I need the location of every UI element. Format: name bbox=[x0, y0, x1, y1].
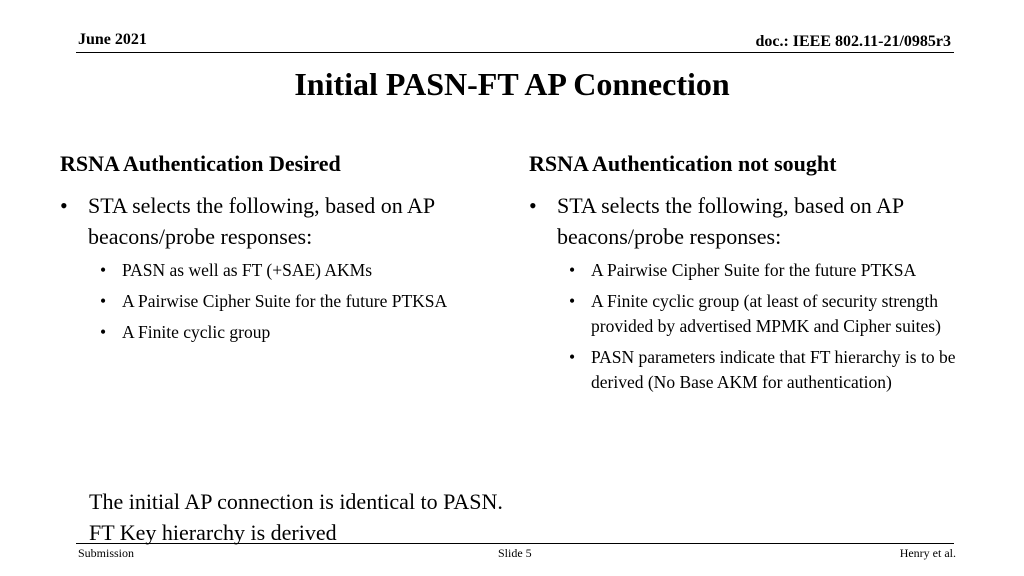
footer-authors: Henry et al. bbox=[899, 546, 956, 560]
list-item-text: A Pairwise Cipher Suite for the future P… bbox=[122, 291, 448, 311]
left-main-bullet-text: STA selects the following, based on AP b… bbox=[88, 193, 435, 249]
list-item: • PASN as well as FT (+SAE) AKMs bbox=[60, 258, 500, 283]
list-item-text: A Finite cyclic group bbox=[122, 322, 271, 342]
left-column-heading: RSNA Authentication Desired bbox=[60, 151, 341, 176]
conclusion-line-2: FT Key hierarchy is derived bbox=[89, 520, 337, 545]
list-item-text: PASN parameters indicate that FT hierarc… bbox=[591, 347, 956, 392]
bullet-icon: • bbox=[529, 193, 537, 218]
header-doc-id: doc.: IEEE 802.11-21/0985r3 bbox=[755, 33, 951, 50]
conclusion-line-1: The initial AP connection is identical t… bbox=[89, 489, 503, 514]
bullet-icon: • bbox=[100, 260, 107, 280]
list-item-text: A Pairwise Cipher Suite for the future P… bbox=[591, 260, 917, 280]
list-item: • A Finite cyclic group bbox=[60, 320, 500, 345]
list-item-text: A Finite cyclic group (at least of secur… bbox=[591, 291, 941, 336]
bullet-icon: • bbox=[100, 322, 107, 342]
slide-title: Initial PASN-FT AP Connection bbox=[294, 66, 730, 102]
conclusion-text: The initial AP connection is identical t… bbox=[89, 486, 503, 548]
right-column: RSNA Authentication not sought • STA sel… bbox=[529, 150, 959, 401]
bullet-icon: • bbox=[569, 260, 576, 280]
right-main-bullet-text: STA selects the following, based on AP b… bbox=[557, 193, 904, 249]
bullet-icon: • bbox=[100, 291, 107, 311]
header-date: June 2021 bbox=[78, 31, 147, 48]
list-item: • A Finite cyclic group (at least of sec… bbox=[529, 289, 959, 339]
footer-divider bbox=[76, 543, 954, 544]
list-item: • A Pairwise Cipher Suite for the future… bbox=[529, 258, 959, 283]
bullet-icon: • bbox=[60, 193, 68, 218]
bullet-icon: • bbox=[569, 347, 576, 367]
list-item: • PASN parameters indicate that FT hiera… bbox=[529, 345, 959, 395]
footer-slide-number: Slide 5 bbox=[498, 546, 532, 560]
footer-submission: Submission bbox=[78, 546, 135, 560]
header-divider bbox=[76, 52, 954, 53]
bullet-icon: • bbox=[569, 291, 576, 311]
left-column: RSNA Authentication Desired • STA select… bbox=[60, 150, 500, 351]
list-item: • A Pairwise Cipher Suite for the future… bbox=[60, 289, 500, 314]
right-main-bullet: • STA selects the following, based on AP… bbox=[529, 190, 959, 252]
right-column-heading: RSNA Authentication not sought bbox=[529, 151, 837, 176]
left-sub-list: • PASN as well as FT (+SAE) AKMs • A Pai… bbox=[60, 258, 500, 345]
list-item-text: PASN as well as FT (+SAE) AKMs bbox=[122, 260, 373, 280]
right-sub-list: • A Pairwise Cipher Suite for the future… bbox=[529, 258, 959, 395]
left-main-bullet: • STA selects the following, based on AP… bbox=[60, 190, 500, 252]
